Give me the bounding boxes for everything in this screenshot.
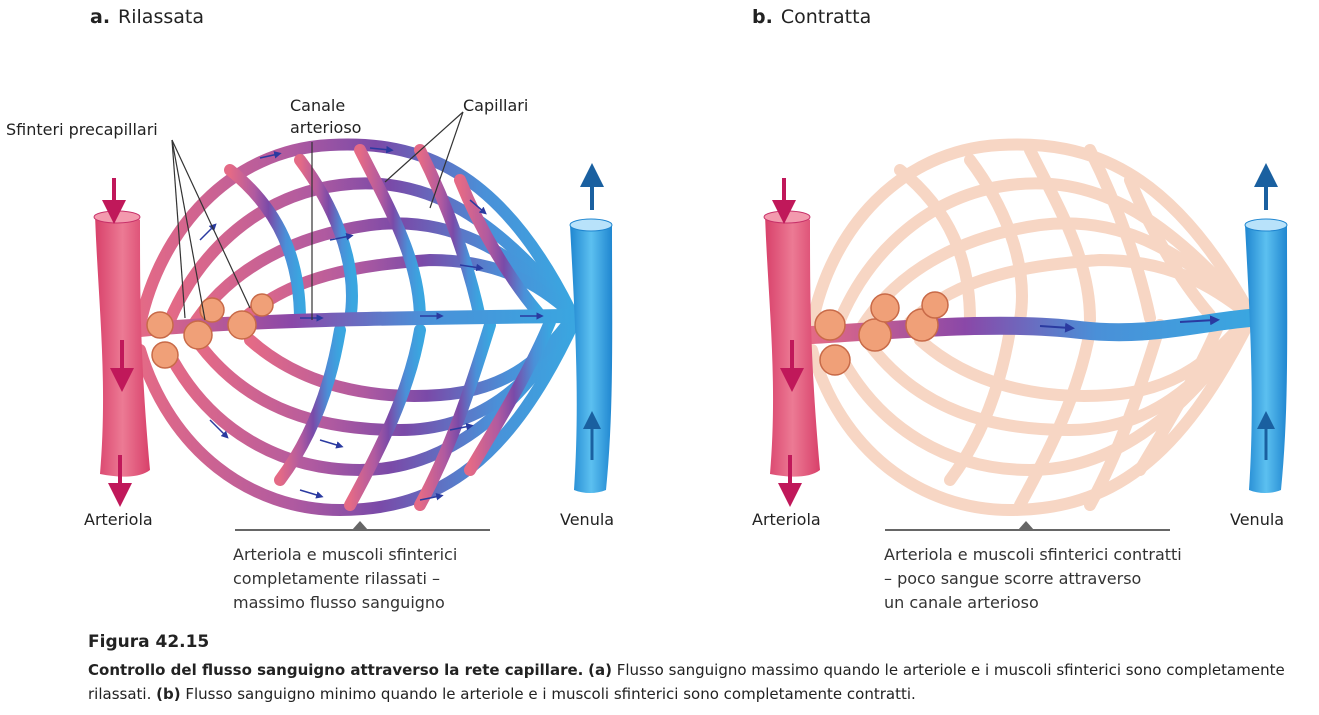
panel-a-caption-line-2: completamente rilassati – bbox=[233, 569, 441, 588]
panel-a-caption-line-3: massimo flusso sanguigno bbox=[233, 593, 445, 612]
panel-a-venule-opening bbox=[569, 218, 613, 232]
figure-caption: Controllo del flusso sanguigno attravers… bbox=[88, 658, 1298, 706]
panel-a-title-text: Rilassata bbox=[118, 6, 204, 28]
panel-b-venule-opening bbox=[1244, 218, 1288, 232]
panel-a-letter: a. bbox=[90, 6, 111, 28]
figure-caption-bold: Controllo del flusso sanguigno attravers… bbox=[88, 661, 584, 679]
label-capillaries: Capillari bbox=[463, 96, 529, 115]
panel-b-network bbox=[763, 138, 1288, 531]
panel-a-flow-arrows bbox=[199, 145, 544, 501]
panel-a-arterial-channel bbox=[133, 309, 582, 337]
figure-caption-b-text: Flusso sanguigno minimo quando le arteri… bbox=[185, 685, 916, 703]
panel-a-leader-lines bbox=[171, 111, 464, 321]
figure-caption-b-marker: (b) bbox=[156, 685, 181, 703]
panel-b-letter: b. bbox=[752, 6, 773, 28]
panel-b-caption: Arteriola e muscoli sfinterici contratti… bbox=[884, 543, 1182, 615]
figure-number: Figura 42.15 bbox=[88, 632, 210, 652]
panel-a-title: a. Rilassata bbox=[90, 6, 204, 28]
panel-b-venule-vessel bbox=[1245, 222, 1288, 493]
figure-caption-a-text: Flusso sanguigno massimo quando le arter… bbox=[88, 661, 1285, 703]
panel-b-title: b. Contratta bbox=[752, 6, 871, 28]
panel-b-caption-line-3: un canale arterioso bbox=[884, 593, 1039, 612]
panel-a-sphincters bbox=[146, 293, 274, 369]
panel-a-capillaries bbox=[134, 138, 581, 517]
label-channel-line1: Canale bbox=[290, 96, 346, 115]
label-b-venule: Venula bbox=[1230, 510, 1285, 529]
figure-caption-a-marker: (a) bbox=[588, 661, 612, 679]
label-a-venule: Venula bbox=[560, 510, 615, 529]
panel-b-title-text: Contratta bbox=[780, 6, 872, 28]
panel-b-caption-line-2: – poco sangue scorre attraverso bbox=[884, 569, 1142, 588]
label-channel-line2: arterioso bbox=[290, 118, 362, 137]
panel-b-caption-line-1: Arteriola e muscoli sfinterici contratti bbox=[884, 545, 1182, 564]
panel-b-sphincters bbox=[814, 291, 949, 376]
label-b-arteriole: Arteriola bbox=[752, 510, 821, 529]
label-a-arteriole: Arteriola bbox=[84, 510, 153, 529]
panel-b-flow-arrows bbox=[1039, 315, 1220, 333]
panel-b-caption-pointer bbox=[1018, 521, 1034, 530]
label-sphincters: Sfinteri precapillari bbox=[6, 120, 158, 139]
panel-a-venule-vessel bbox=[570, 222, 613, 493]
panel-a-network bbox=[93, 111, 613, 531]
panel-a-arteriole-opening bbox=[93, 210, 141, 224]
panel-a-caption-line-1: Arteriola e muscoli sfinterici bbox=[233, 545, 458, 564]
panel-a-caption-pointer bbox=[352, 521, 368, 530]
panel-b-capillaries bbox=[806, 138, 1256, 517]
panel-b-arteriole-opening bbox=[763, 210, 811, 224]
panel-a-caption: Arteriola e muscoli sfinterici completam… bbox=[233, 543, 457, 615]
